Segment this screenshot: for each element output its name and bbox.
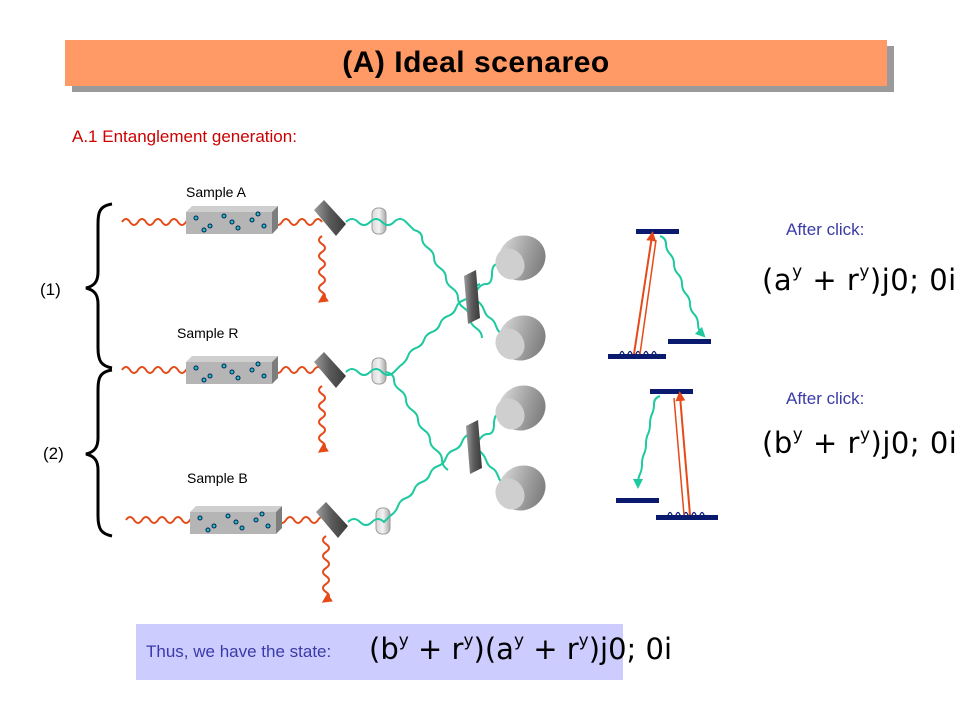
after-click-label-2: After click: xyxy=(786,389,865,408)
step-2-label: (2) xyxy=(43,444,64,463)
title-bar: (A) Ideal scenareo xyxy=(65,40,887,86)
result-box: Thus, we have the state: (by + ry)(ay + … xyxy=(136,624,672,680)
detector-1-top xyxy=(495,235,546,281)
result-formula: (by + ry)(ay + ry)j0; 0i xyxy=(369,631,673,666)
lens-a xyxy=(371,207,387,235)
state-formula-2: (by + ry)j0; 0i xyxy=(762,425,958,460)
sample-a-block xyxy=(186,206,278,234)
result-label: Thus, we have the state: xyxy=(146,642,332,661)
photon-wave-b xyxy=(347,433,471,526)
beam-splitter-1 xyxy=(464,270,480,324)
level-diagram-2 xyxy=(616,389,718,520)
page-title: (A) Ideal scenareo xyxy=(342,46,610,79)
photon-wave-r2 xyxy=(385,371,449,471)
detector-2-top xyxy=(495,385,546,431)
mirror-a xyxy=(314,200,346,236)
detector-1-bottom xyxy=(495,315,546,361)
after-click-label-1: After click: xyxy=(786,220,865,239)
mirror-r xyxy=(314,352,346,388)
step-1-label: (1) xyxy=(40,280,61,299)
scatter-wave-a xyxy=(317,235,329,303)
sample-r-label: Sample R xyxy=(177,325,239,341)
photon-wave-a xyxy=(345,218,483,339)
lens-r xyxy=(371,357,387,385)
sample-a-label: Sample A xyxy=(186,184,246,200)
brace-2 xyxy=(85,368,113,538)
photon-wave-r xyxy=(345,283,481,376)
mirror-b xyxy=(316,502,348,538)
scatter-wave-b xyxy=(321,535,333,603)
bs1-out-down xyxy=(475,299,503,335)
state-formula-1: (ay + ry)j0; 0i xyxy=(762,262,957,297)
brace-1 xyxy=(85,202,113,370)
beam-splitter-2 xyxy=(466,420,482,474)
sample-b-block xyxy=(190,506,282,534)
level-diagram-1 xyxy=(608,229,711,359)
section-subtitle: A.1 Entanglement generation: xyxy=(72,127,297,146)
scatter-wave-r xyxy=(317,385,329,453)
sample-b-label: Sample B xyxy=(187,470,248,486)
detector-2-bottom xyxy=(495,465,546,511)
bs2-out-down xyxy=(477,449,505,485)
sample-r-block xyxy=(186,356,278,384)
